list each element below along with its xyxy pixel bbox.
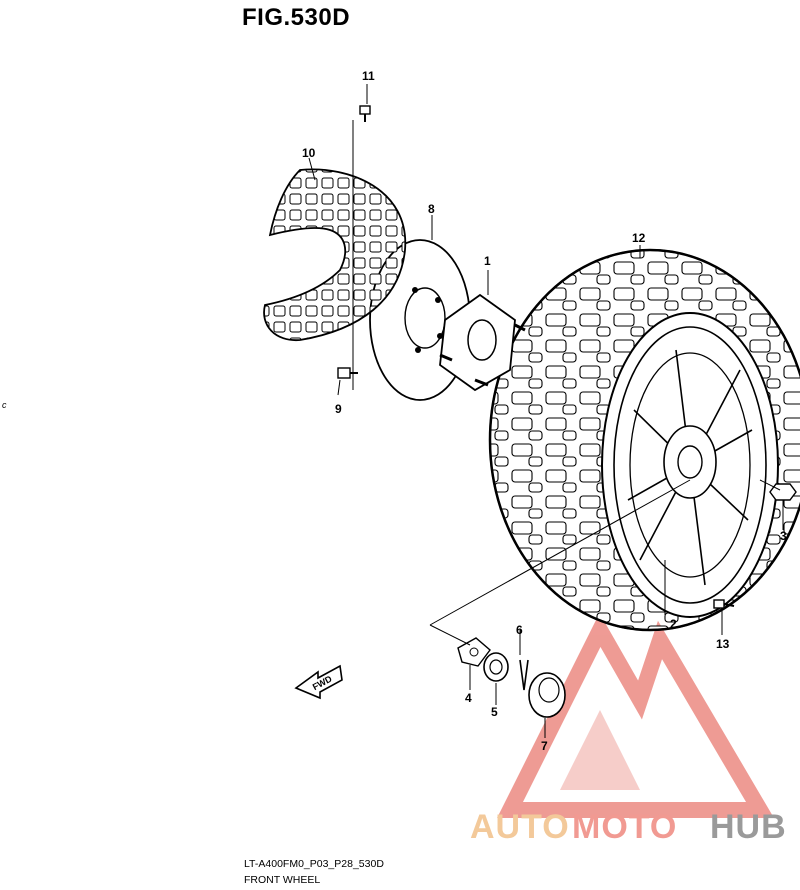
watermark-logo xyxy=(497,613,774,818)
callout-12: 12 xyxy=(632,231,646,245)
leader-lines xyxy=(308,84,784,738)
callout-3: 3 xyxy=(780,529,787,543)
bolt-9 xyxy=(337,367,358,379)
fwd-arrow: FWD xyxy=(294,664,343,700)
callout-11: 11 xyxy=(362,69,375,83)
watermark-moto: MOTO xyxy=(572,808,677,846)
disc-guard xyxy=(263,168,407,341)
nut-5 xyxy=(483,652,509,682)
wheel-hub xyxy=(439,293,526,392)
washer-4 xyxy=(457,637,491,667)
diagram-caption: FRONT WHEEL xyxy=(244,874,321,886)
callout-13: 13 xyxy=(716,637,730,651)
valve-13 xyxy=(713,599,735,609)
callout-2: 2 xyxy=(670,617,677,631)
callout-1: 1 xyxy=(484,254,491,268)
cotter-pin-6 xyxy=(519,659,529,691)
callout-5: 5 xyxy=(491,705,498,719)
cap-7 xyxy=(528,672,566,718)
wheel-rim xyxy=(613,326,767,604)
stray-mark: c xyxy=(2,400,7,410)
callout-4: 4 xyxy=(465,691,472,705)
bolt-11 xyxy=(359,105,371,122)
watermark-text: AUTO MOTO HUB xyxy=(470,808,787,846)
callout-9: 9 xyxy=(335,402,342,416)
callout-10: 10 xyxy=(302,146,316,160)
diagram-code: LT-A400FM0_P03_P28_530D xyxy=(244,858,384,870)
figure-title: FIG.530D xyxy=(242,4,351,31)
callout-7: 7 xyxy=(541,739,548,753)
watermark-hub: HUB xyxy=(710,808,787,846)
callout-6: 6 xyxy=(516,623,523,637)
watermark-auto: AUTO xyxy=(470,808,570,846)
callout-8: 8 xyxy=(428,202,435,216)
